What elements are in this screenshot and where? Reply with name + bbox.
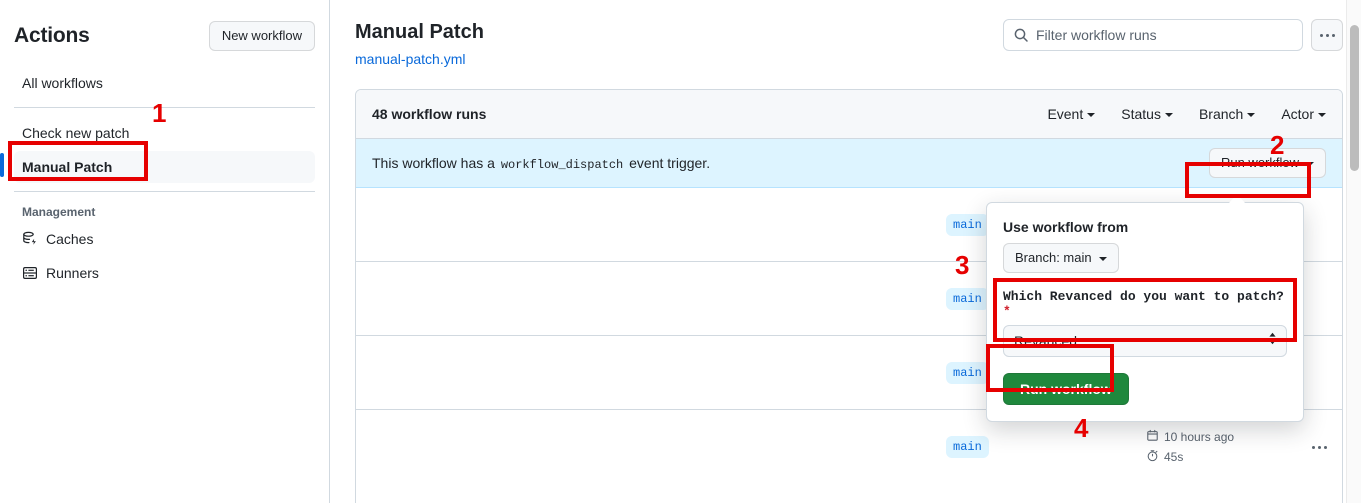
sidebar-item-label: Manual Patch [22, 159, 113, 175]
dispatch-banner-text: This workflow has a workflow_dispatch ev… [372, 155, 710, 172]
page-title: Actions [14, 24, 90, 47]
dispatch-event-code: workflow_dispatch [500, 157, 624, 172]
run-timestamp: 10 hours ago [1146, 429, 1296, 445]
run-branch-cell: main [946, 213, 1136, 236]
chevron-down-icon [1098, 257, 1107, 261]
sidebar-item-check-new-patch[interactable]: Check new patch [14, 117, 315, 149]
kebab-icon [1319, 33, 1335, 37]
sidebar-item-caches[interactable]: Caches [14, 223, 315, 255]
calendar-icon [1146, 429, 1159, 445]
branch-badge[interactable]: main [946, 287, 989, 310]
new-workflow-button[interactable]: New workflow [208, 21, 315, 51]
table-row[interactable]: main 10 hours ago [356, 410, 1342, 484]
run-workflow-dropdown-button[interactable]: Run workflow [1208, 148, 1326, 178]
filter-branch[interactable]: Branch [1198, 106, 1256, 122]
filter-label: Actor [1281, 106, 1314, 122]
branch-select-button[interactable]: Branch: main [1003, 243, 1119, 273]
run-meta-cell: 10 hours ago 45s [1136, 429, 1296, 465]
workflow-header: Manual Patch manual-patch.yml [355, 0, 1343, 69]
sidebar-item-runners[interactable]: Runners [14, 257, 315, 289]
workflow-file-link[interactable]: manual-patch.yml [355, 51, 466, 67]
run-workflow-dropdown-panel: Use workflow from Branch: main Which Rev… [986, 202, 1304, 422]
run-branch-cell: main [946, 436, 1136, 458]
filter-label: Event [1047, 106, 1084, 122]
run-kebab-menu[interactable] [1296, 445, 1342, 449]
workflow-title: Manual Patch [355, 21, 484, 43]
filter-label: Status [1121, 106, 1161, 122]
runs-filters: Event Status Branch Actor [1047, 106, 1326, 122]
sidebar-item-label: All workflows [22, 75, 103, 91]
filter-label: Branch [1198, 106, 1244, 122]
workflow-title-block: Manual Patch manual-patch.yml [355, 18, 484, 69]
input-label-text: Which Revanced do you want to patch? [1003, 289, 1284, 304]
run-duration: 45s [1146, 449, 1296, 465]
sidebar-section-management: Management [22, 205, 96, 219]
workflow-input-label: Which Revanced do you want to patch? * [1003, 289, 1287, 319]
filter-search-box[interactable] [1003, 19, 1303, 51]
sidebar-item-label: Runners [46, 265, 99, 281]
run-workflow-button-label: Run workflow [1220, 155, 1299, 170]
timestamp-label: 10 hours ago [1164, 430, 1235, 444]
filter-actor[interactable]: Actor [1281, 106, 1326, 122]
page-scrollbar[interactable] [1346, 0, 1361, 503]
header-controls [1003, 19, 1343, 51]
database-cache-icon [22, 231, 38, 247]
search-icon [1013, 27, 1029, 43]
server-runners-icon [22, 265, 38, 281]
sidebar-item-label: Caches [46, 231, 94, 247]
use-workflow-from-label: Use workflow from [1003, 219, 1129, 235]
run-branch-cell: main [946, 361, 1136, 384]
workflow-dispatch-banner: This workflow has a workflow_dispatch ev… [356, 139, 1342, 188]
branch-select-label: Branch: main [1015, 250, 1092, 265]
stopwatch-icon [1146, 449, 1159, 465]
page-scrollbar-thumb[interactable] [1350, 25, 1359, 171]
branch-badge[interactable]: main [946, 361, 989, 384]
dispatch-text-before: This workflow has a [372, 154, 495, 171]
actions-sidebar: Actions New workflow All workflows Check… [0, 0, 330, 503]
sidebar-item-all-workflows[interactable]: All workflows [14, 67, 315, 99]
chevron-down-icon [1306, 162, 1314, 166]
chevron-down-icon [1164, 113, 1173, 117]
sidebar-header: Actions New workflow [14, 0, 315, 67]
runs-toolbar: 48 workflow runs Event Status Branch [356, 90, 1342, 139]
chevron-down-icon [1087, 113, 1096, 117]
dispatch-text-after: event trigger. [629, 154, 711, 171]
sidebar-divider [14, 191, 315, 192]
chevron-down-icon [1247, 113, 1256, 117]
revanced-select[interactable]: Revanced [1003, 325, 1287, 357]
chevron-down-icon [1318, 113, 1326, 117]
filter-event[interactable]: Event [1047, 106, 1096, 122]
table-row[interactable]: main [356, 188, 1342, 262]
sidebar-item-manual-patch[interactable]: Manual Patch [0, 151, 315, 183]
search-input[interactable] [1036, 20, 1302, 50]
table-row[interactable]: main [356, 262, 1342, 336]
revanced-select-wrapper: Revanced [1003, 325, 1287, 357]
header-kebab-menu-button[interactable] [1311, 19, 1343, 51]
run-branch-cell: main [946, 287, 1136, 310]
workflow-nav-list: All workflows Check new patch Manual Pat… [0, 67, 315, 289]
duration-label: 45s [1164, 450, 1184, 464]
kebab-icon [1311, 445, 1327, 449]
sidebar-divider [14, 107, 315, 108]
sidebar-item-label: Check new patch [22, 125, 130, 141]
required-marker: * [1003, 304, 1011, 319]
runs-count-label: 48 workflow runs [372, 106, 487, 122]
filter-status[interactable]: Status [1121, 106, 1173, 122]
branch-badge[interactable]: main [946, 213, 989, 236]
branch-badge[interactable]: main [946, 436, 989, 458]
submit-run-workflow-button[interactable]: Run workflow [1003, 373, 1129, 405]
